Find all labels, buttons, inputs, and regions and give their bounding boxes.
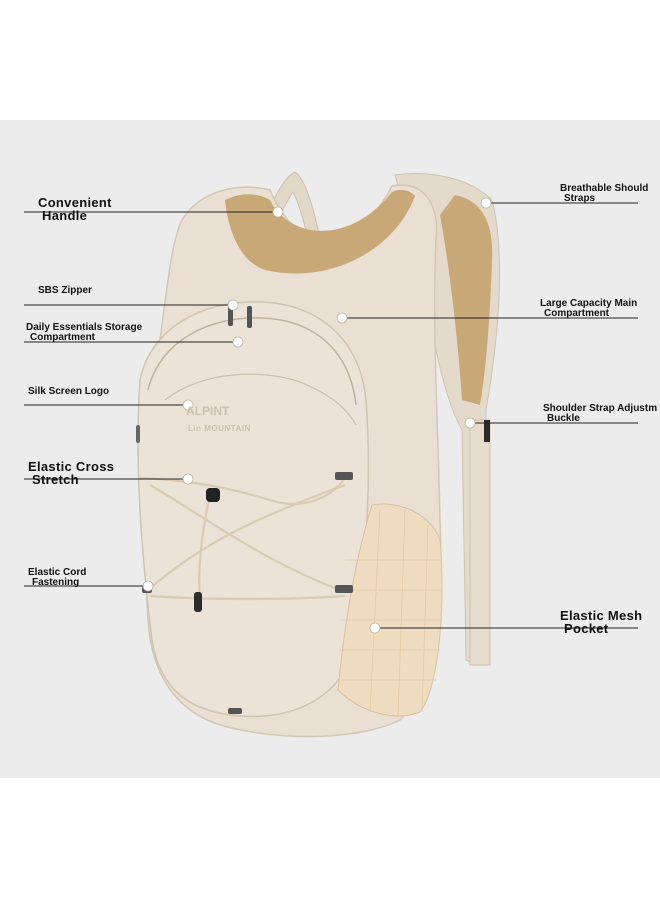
callout-line1: Shoulder Strap Adjustm xyxy=(543,403,658,414)
callout-line2: Fastening xyxy=(32,577,80,588)
dot-logo xyxy=(182,399,194,411)
mesh-pattern xyxy=(340,509,442,719)
callout-label-handle: Convenient Handle xyxy=(38,196,112,222)
callout-label-cord: Elastic Cord Fastening xyxy=(28,568,86,588)
callout-label-logo: Silk Screen Logo xyxy=(28,387,109,397)
cord-lock xyxy=(206,488,220,502)
callout-line1: SBS Zipper xyxy=(38,285,92,296)
inner-pocket-seam xyxy=(164,373,357,426)
callout-lines xyxy=(24,202,638,629)
callout-line1: Breathable Should xyxy=(560,183,649,194)
callout-line1: Convenient xyxy=(38,195,112,210)
dot-shoulder xyxy=(480,197,492,209)
callout-label-storage: Daily Essentials Storage Compartment xyxy=(26,323,142,343)
callout-line2: Stretch xyxy=(32,472,79,487)
callout-line2: Buckle xyxy=(547,413,580,424)
dot-cross xyxy=(182,473,194,485)
cord-end xyxy=(194,592,202,612)
pocket-zipper-seam xyxy=(147,317,357,406)
callout-line2: Pocket xyxy=(564,621,609,636)
elastic-cord xyxy=(139,476,346,601)
callout-label-shoulder: Breathable Should Straps xyxy=(560,184,648,204)
callout-label-buckle: Shoulder Strap Adjustm Buckle xyxy=(543,404,657,424)
bag-top-opening xyxy=(225,189,415,274)
strap-buckle xyxy=(484,420,490,442)
callout-line1: Large Capacity Main xyxy=(540,298,638,309)
dot-buckle xyxy=(464,417,476,429)
callout-line1: Elastic Cord xyxy=(28,567,87,578)
callout-line2: Compartment xyxy=(30,332,96,343)
callout-label-cross: Elastic Cross Stretch xyxy=(28,460,114,486)
callout-line2: Straps xyxy=(564,193,596,204)
dot-main xyxy=(336,312,348,324)
dot-cord xyxy=(142,580,154,592)
front-pocket xyxy=(137,301,370,718)
adjust-strap xyxy=(469,419,491,666)
brand-sub-text: Lin MOUNTAIN xyxy=(188,424,251,433)
callout-line1: Silk Screen Logo xyxy=(28,386,110,397)
dot-zipper xyxy=(227,299,239,311)
callout-line1: Daily Essentials Storage xyxy=(26,322,143,333)
callout-line1: Elastic Mesh xyxy=(560,608,643,623)
dot-mesh xyxy=(369,622,381,634)
callout-line2: Handle xyxy=(42,208,88,223)
callout-label-zipper: SBS Zipper xyxy=(38,286,92,296)
callout-dots xyxy=(142,197,492,634)
callout-line2: Compartment xyxy=(544,308,610,319)
dot-storage xyxy=(232,336,244,348)
callout-label-mesh: Elastic Mesh Pocket xyxy=(560,609,642,635)
callout-line1: Elastic Cross xyxy=(28,459,115,474)
side-mesh-pocket xyxy=(337,503,443,717)
brand-logo-text: ALPINT xyxy=(186,404,230,418)
callout-label-main: Large Capacity Main Compartment xyxy=(540,299,637,319)
dot-handle xyxy=(272,206,284,218)
shoulder-mesh-padding xyxy=(440,195,493,405)
